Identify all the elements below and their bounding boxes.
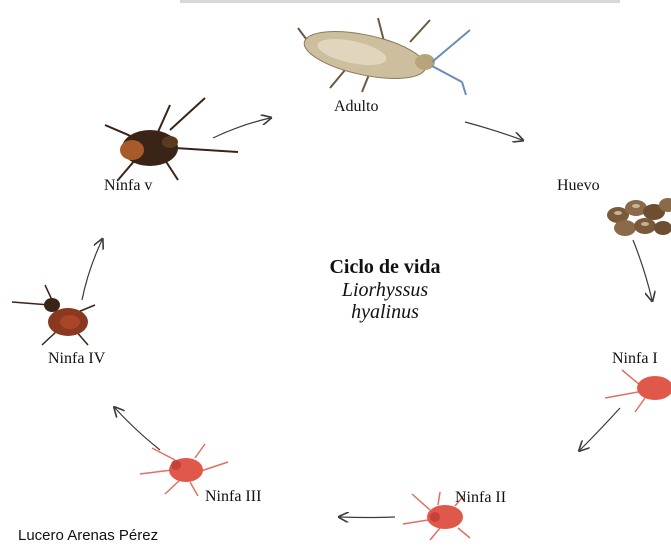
species-name-epithet: hyalinus: [300, 301, 470, 323]
nymph5-bug-image: [105, 98, 238, 180]
stage-label-egg: Huevo: [557, 177, 600, 195]
arrow-nymph5-to-adult: [213, 118, 270, 138]
stage-label-nymph5: Ninfa v: [104, 177, 152, 195]
stage-label-nymph4: Ninfa IV: [48, 350, 105, 368]
arrow-nymph4-to-nymph5: [82, 240, 102, 300]
stage-label-nymph2: Ninfa II: [455, 489, 506, 507]
stage-label-adult: Adulto: [334, 98, 378, 116]
arrow-nymph2-to-nymph3: [340, 517, 395, 518]
arrow-nymph1-to-nymph2: [580, 408, 620, 450]
author-credit: Lucero Arenas Pérez: [18, 527, 158, 544]
species-name-genus: Liorhyssus: [300, 279, 470, 301]
adult-bug-image: [298, 18, 470, 95]
nymph1-bug-image: [605, 370, 671, 412]
diagram-title-block: Ciclo de vida Liorhyssus hyalinus: [300, 255, 470, 323]
arrow-adult-to-egg: [465, 122, 522, 140]
egg-cluster-image: [607, 198, 671, 236]
nymph4-bug-image: [12, 285, 95, 345]
diagram-title: Ciclo de vida: [300, 255, 470, 279]
stage-label-nymph1: Ninfa I: [612, 350, 658, 368]
arrow-nymph3-to-nymph4: [115, 408, 160, 450]
arrow-egg-to-nymph1: [633, 240, 652, 300]
stage-label-nymph3: Ninfa III: [205, 488, 261, 506]
